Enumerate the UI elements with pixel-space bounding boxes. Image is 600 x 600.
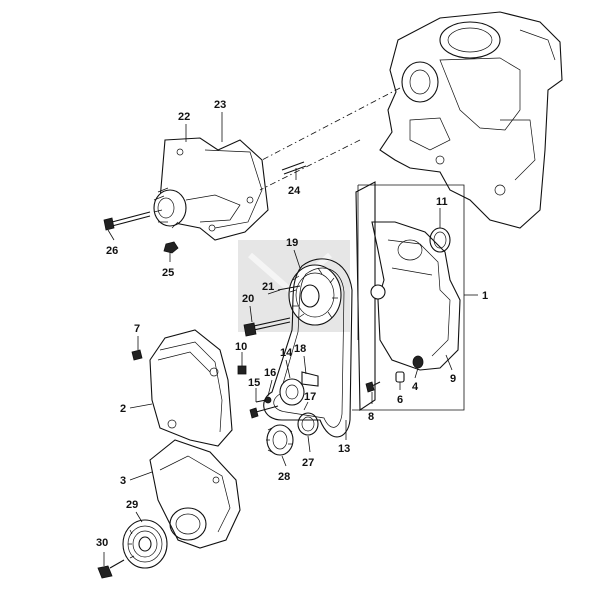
stud-24 (281, 161, 307, 175)
callout-17: 17 (304, 391, 316, 403)
front-upper-cover (149, 329, 233, 447)
callout-9: 9 (450, 373, 456, 385)
callout-4: 4 (412, 381, 419, 393)
callout-28: 28 (278, 471, 290, 483)
rear-timing-cover (355, 181, 461, 412)
callout-26: 26 (106, 245, 118, 257)
callout-22: 22 (178, 111, 190, 123)
callout-27: 27 (302, 457, 314, 469)
cover-bracket (352, 184, 465, 411)
callout-15: 15 (248, 377, 260, 389)
front-lower-cover (149, 439, 241, 549)
alignment-line-pump (261, 87, 401, 161)
callout-1: 1 (482, 290, 488, 302)
callout-2: 2 (120, 403, 126, 415)
callout-8: 8 (368, 411, 374, 423)
leader-lines (103, 112, 478, 566)
key-21 (277, 285, 301, 291)
callout-23: 23 (214, 99, 226, 111)
nut-25 (163, 241, 179, 254)
callout-16: 16 (264, 367, 276, 379)
callout-29: 29 (126, 499, 138, 511)
callout-24: 24 (288, 185, 301, 197)
bolt-30 (97, 559, 125, 579)
camshaft-pulley (288, 264, 342, 326)
callout-25: 25 (162, 267, 174, 279)
callout-10: 10 (235, 341, 247, 353)
callout-13: 13 (338, 443, 350, 455)
callout-11: 11 (436, 196, 448, 208)
water-pump (153, 137, 269, 241)
engine-block (379, 11, 563, 229)
callout-6: 6 (397, 394, 403, 406)
crank-sprocket (266, 424, 294, 456)
bolt-7 (131, 349, 143, 361)
washer-27 (297, 412, 319, 436)
tensioner (255, 371, 319, 406)
alignment-line-pump-2 (259, 139, 361, 191)
callout-18: 18 (294, 343, 306, 355)
callout-3: 3 (120, 475, 126, 487)
bolt-6 (365, 381, 381, 393)
timing-belt (263, 258, 353, 438)
callout-21: 21 (262, 281, 274, 293)
callout-14: 14 (280, 347, 293, 359)
bolt-26 (103, 211, 151, 231)
callout-19: 19 (286, 237, 298, 249)
crank-pulley (122, 519, 168, 569)
seal-4 (412, 355, 424, 369)
callouts: 1 2 3 4 5 6 7 8 9 10 11 13 14 15 16 17 1… (96, 99, 488, 549)
bolt-20 (243, 317, 291, 337)
clip-10 (237, 365, 247, 375)
callout-20: 20 (242, 293, 254, 305)
bolt-15 (249, 405, 279, 419)
callout-30: 30 (96, 537, 108, 549)
callout-7: 7 (134, 323, 140, 335)
pin-5 (395, 371, 405, 383)
